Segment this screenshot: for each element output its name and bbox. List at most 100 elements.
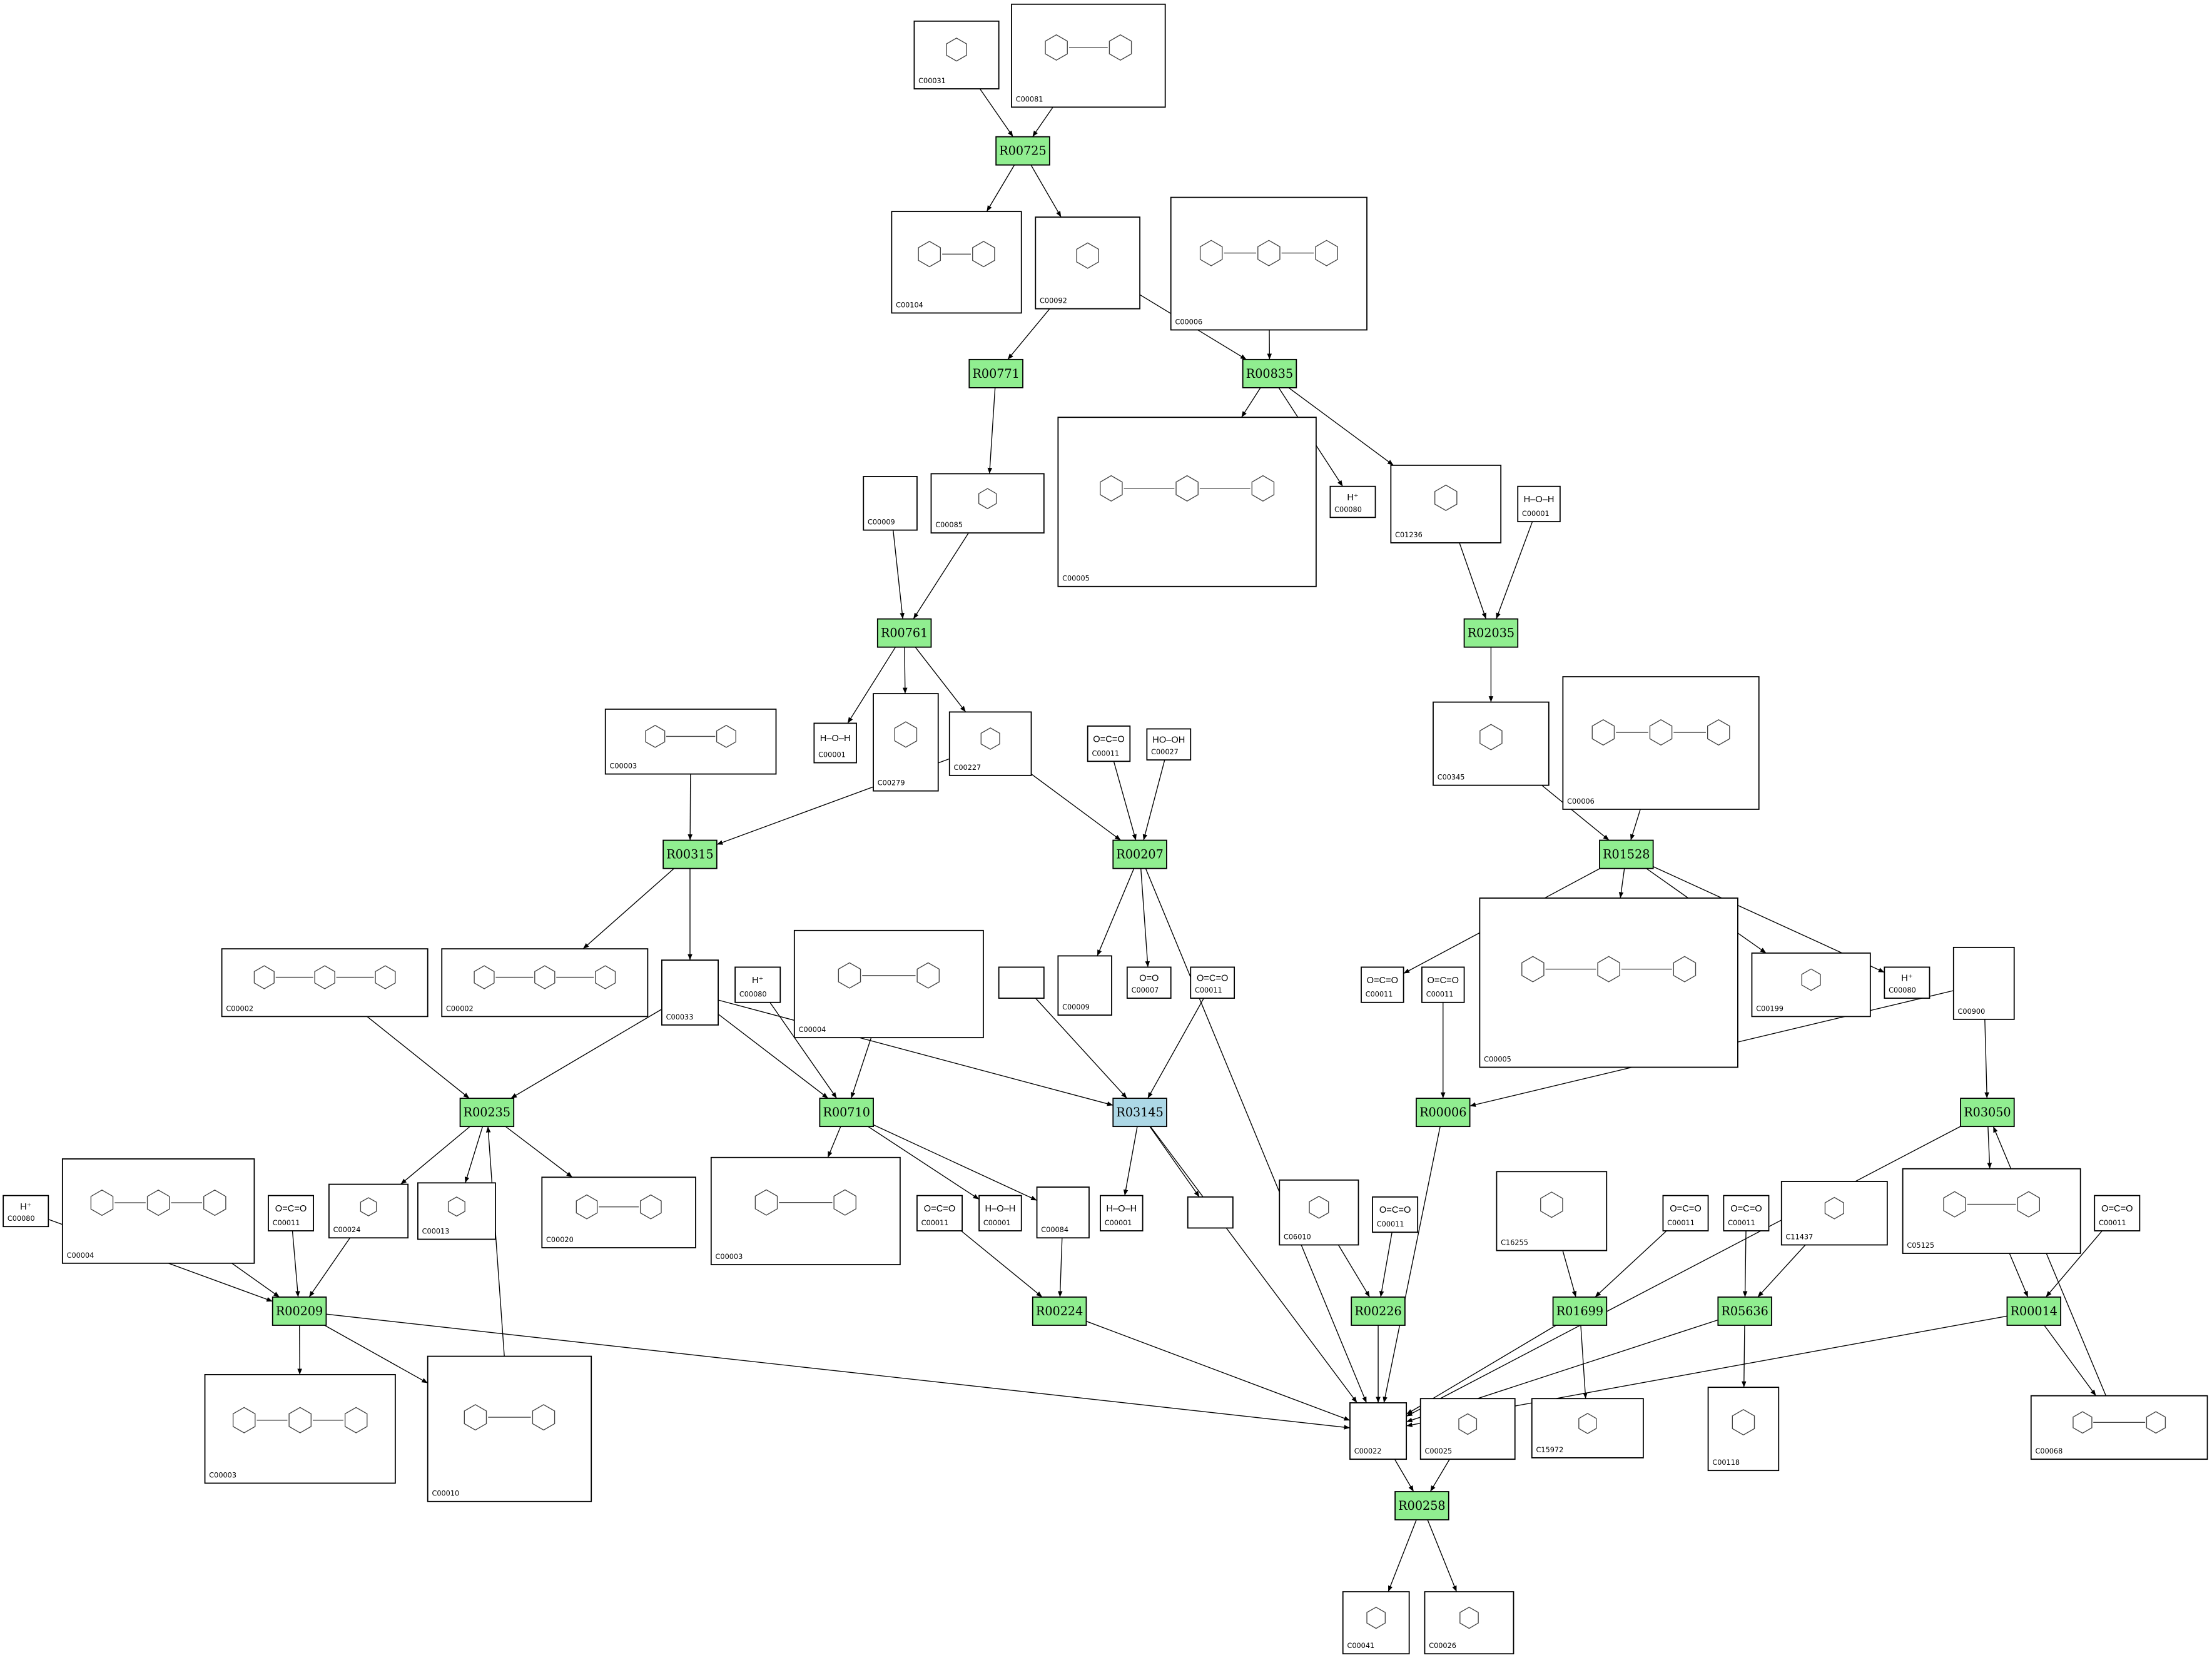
compound-box[interactable]: [61, 1158, 255, 1264]
compound-node[interactable]: C05125: [1902, 1168, 2081, 1254]
reaction-node[interactable]: R00014: [2006, 1297, 2062, 1326]
compound-box[interactable]: [3, 1195, 49, 1228]
compound-box[interactable]: [1424, 1591, 1514, 1655]
compound-node[interactable]: H⁺C00080: [1329, 485, 1376, 518]
compound-box[interactable]: [1390, 465, 1502, 543]
reaction-box[interactable]: [662, 839, 718, 869]
compound-box[interactable]: [1433, 701, 1550, 786]
reaction-node[interactable]: R00235: [459, 1098, 515, 1128]
reaction-box[interactable]: [1032, 1297, 1087, 1326]
compound-node[interactable]: C00033: [661, 959, 719, 1026]
compound-node[interactable]: C00031: [913, 20, 1000, 89]
compound-box[interactable]: [268, 1195, 315, 1231]
compound-node[interactable]: C06010: [1279, 1179, 1359, 1246]
reaction-node[interactable]: R03145: [1112, 1098, 1167, 1128]
reaction-node[interactable]: R00006: [1416, 1098, 1471, 1128]
compound-box[interactable]: [1349, 1402, 1408, 1460]
compound-box[interactable]: [948, 711, 1032, 776]
compound-box[interactable]: [1372, 1196, 1419, 1233]
compound-box[interactable]: [813, 722, 857, 764]
compound-box[interactable]: [1517, 485, 1561, 522]
compound-node[interactable]: C00345: [1433, 701, 1550, 786]
compound-node[interactable]: C00026: [1424, 1591, 1514, 1655]
compound-node[interactable]: C00004: [793, 929, 984, 1039]
compound-box[interactable]: [1126, 966, 1172, 999]
compound-node[interactable]: C00020: [541, 1176, 696, 1248]
compound-node[interactable]: C00025: [1419, 1398, 1516, 1460]
compound-box[interactable]: [978, 1195, 1022, 1231]
compound-box[interactable]: [1780, 1181, 1888, 1246]
compound-node[interactable]: [998, 966, 1045, 999]
compound-node[interactable]: C00081: [1011, 3, 1166, 108]
compound-node[interactable]: H⁺C00080: [734, 966, 781, 1003]
reaction-node[interactable]: R00224: [1032, 1297, 1087, 1326]
reaction-box[interactable]: [1717, 1297, 1772, 1326]
compound-node[interactable]: C00900: [1952, 946, 2015, 1020]
compound-box[interactable]: [328, 1183, 409, 1239]
compound-node[interactable]: C00010: [427, 1355, 592, 1502]
compound-box[interactable]: [734, 966, 781, 1003]
compound-box[interactable]: [1707, 1387, 1780, 1472]
compound-node[interactable]: C00005: [1479, 897, 1738, 1068]
reaction-box[interactable]: [271, 1297, 327, 1326]
compound-box[interactable]: [1662, 1195, 1709, 1231]
compound-box[interactable]: [1342, 1591, 1410, 1655]
reaction-box[interactable]: [1552, 1297, 1608, 1326]
reaction-node[interactable]: R05636: [1717, 1297, 1772, 1326]
compound-box[interactable]: [1187, 1196, 1234, 1229]
compound-box[interactable]: [1035, 216, 1141, 310]
compound-box[interactable]: [1011, 3, 1166, 108]
compound-node[interactable]: C00199: [1751, 952, 1871, 1018]
reaction-box[interactable]: [459, 1098, 515, 1128]
reaction-box[interactable]: [819, 1098, 874, 1128]
compound-box[interactable]: [1329, 485, 1376, 518]
compound-node[interactable]: C00009: [1057, 955, 1112, 1016]
reaction-node[interactable]: R00258: [1394, 1491, 1449, 1520]
compound-box[interactable]: [1057, 417, 1317, 587]
reaction-box[interactable]: [968, 358, 1023, 388]
compound-box[interactable]: [661, 959, 719, 1026]
compound-box[interactable]: [913, 20, 1000, 89]
compound-box[interactable]: [1190, 966, 1235, 999]
compound-box[interactable]: [2030, 1395, 2208, 1460]
reaction-box[interactable]: [1351, 1297, 1406, 1326]
compound-node[interactable]: C00004: [61, 1158, 255, 1264]
reaction-box[interactable]: [1394, 1491, 1449, 1520]
compound-box[interactable]: [710, 1156, 901, 1265]
reaction-node[interactable]: R00761: [876, 618, 932, 648]
reaction-box[interactable]: [1242, 358, 1297, 388]
reaction-box[interactable]: [1463, 618, 1519, 648]
compound-node[interactable]: C00085: [930, 473, 1045, 534]
reaction-node[interactable]: R00226: [1351, 1297, 1406, 1326]
compound-box[interactable]: [1361, 966, 1404, 1003]
compound-box[interactable]: [1421, 966, 1465, 1003]
compound-box[interactable]: [221, 948, 429, 1018]
compound-node[interactable]: C15972: [1531, 1398, 1644, 1458]
reaction-box[interactable]: [1960, 1098, 2015, 1128]
compound-node[interactable]: C00009: [863, 476, 918, 531]
reaction-box[interactable]: [1112, 1098, 1167, 1128]
compound-box[interactable]: [930, 473, 1045, 534]
compound-box[interactable]: [1146, 728, 1192, 761]
compound-node[interactable]: C00279: [873, 693, 939, 792]
reaction-box[interactable]: [876, 618, 932, 648]
reaction-node[interactable]: R00771: [968, 358, 1023, 388]
compound-box[interactable]: [1036, 1186, 1090, 1239]
compound-box[interactable]: [916, 1195, 963, 1231]
compound-node[interactable]: C11437: [1780, 1181, 1888, 1246]
compound-node[interactable]: C00006: [1562, 676, 1760, 810]
compound-box[interactable]: [873, 693, 939, 792]
compound-box[interactable]: [604, 708, 777, 775]
compound-node[interactable]: C00118: [1707, 1387, 1780, 1472]
compound-box[interactable]: [1057, 955, 1112, 1016]
compound-node[interactable]: H⁺C00080: [3, 1195, 49, 1228]
